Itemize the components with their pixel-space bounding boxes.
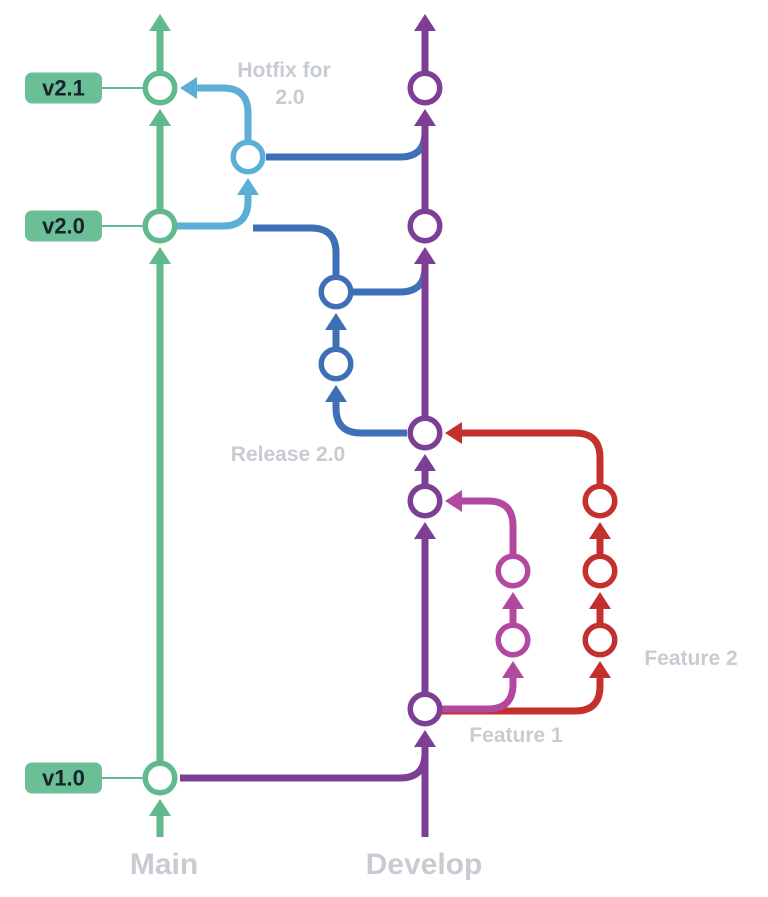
- feature2-commit-node: [582, 553, 618, 589]
- release-to-develop-merge-line: [353, 264, 429, 296]
- arrow-up-icon: [414, 247, 436, 264]
- main-commit-node: [142, 760, 178, 796]
- feature2-label: Feature 2: [644, 647, 737, 670]
- develop-commit-node: [407, 691, 443, 727]
- release-label: Release 2.0: [231, 443, 345, 466]
- hotfix-to-main-merge-line: [197, 84, 252, 140]
- release-branch: [253, 128, 429, 437]
- release-commit-node: [318, 274, 354, 310]
- feature2-to-develop-merge-line: [462, 429, 604, 484]
- feature2-branch: [440, 422, 618, 715]
- arrow-up-icon: [149, 247, 171, 264]
- feature2-commit-node: [582, 483, 618, 519]
- develop-branch: [180, 14, 443, 837]
- develop-commit-node: [407, 415, 443, 451]
- main-commit-node: [142, 208, 178, 244]
- arrow-left-icon: [445, 490, 462, 512]
- hotfix-to-develop-merge-line: [266, 128, 429, 161]
- feature1-branch-off-line: [440, 678, 517, 713]
- arrow-left-icon: [180, 77, 197, 99]
- arrow-up-icon: [589, 522, 611, 539]
- arrow-up-icon: [325, 385, 347, 402]
- release-to-main-merge-line: [253, 224, 340, 278]
- main-branch: [142, 14, 178, 837]
- feature1-commit-node: [495, 553, 531, 589]
- tag-v2-0: [25, 210, 102, 242]
- release-branch-off-line: [332, 402, 407, 437]
- feature1-to-develop-merge-line: [462, 497, 517, 554]
- develop-label: Develop: [366, 848, 483, 881]
- develop-commit-node: [407, 208, 443, 244]
- arrow-up-icon: [325, 313, 347, 330]
- develop-commit-node: [407, 70, 443, 106]
- tag-v1-0: [25, 762, 102, 794]
- hotfix-branch-off-line: [176, 195, 252, 230]
- feature1-label: Feature 1: [469, 724, 563, 747]
- arrow-up-icon: [502, 592, 524, 609]
- tag-v2-1-label: v2.1: [42, 76, 85, 101]
- main-commit-node: [142, 70, 178, 106]
- arrow-up-icon: [414, 522, 436, 539]
- tag-v1-0-label: v1.0: [42, 766, 85, 791]
- main-label: Main: [130, 848, 198, 881]
- feature2-commit-node: [582, 622, 618, 658]
- arrow-left-icon: [445, 422, 462, 444]
- tag-v2-1: [25, 72, 102, 104]
- arrow-up-icon: [414, 14, 436, 31]
- arrow-up-icon: [149, 109, 171, 126]
- tag-v2-0-label: v2.0: [42, 214, 85, 239]
- develop-commit-node: [407, 483, 443, 519]
- develop-branch-off-line: [180, 745, 429, 782]
- arrow-up-icon: [414, 730, 436, 747]
- version-tags: v2.1 v2.0 v1.0: [25, 72, 143, 794]
- arrow-up-icon: [149, 799, 171, 816]
- release-commit-node: [318, 346, 354, 382]
- hotfix-label-line2: 2.0: [275, 86, 304, 109]
- hotfix-label-line1: Hotfix for: [237, 59, 330, 82]
- hotfix-branch: [176, 77, 266, 230]
- branch-labels: Hotfix for 2.0 Release 2.0 Feature 1 Fea…: [130, 59, 738, 881]
- feature1-commit-node: [495, 622, 531, 658]
- arrow-up-icon: [502, 661, 524, 678]
- arrow-up-icon: [589, 661, 611, 678]
- feature1-branch: [440, 490, 531, 713]
- arrow-up-icon: [589, 592, 611, 609]
- arrow-up-icon: [237, 178, 259, 195]
- feature2-branch-off-line: [440, 678, 604, 715]
- arrow-up-icon: [414, 109, 436, 126]
- hotfix-commit-node: [230, 139, 266, 175]
- arrow-up-icon: [414, 454, 436, 471]
- arrow-up-icon: [149, 14, 171, 31]
